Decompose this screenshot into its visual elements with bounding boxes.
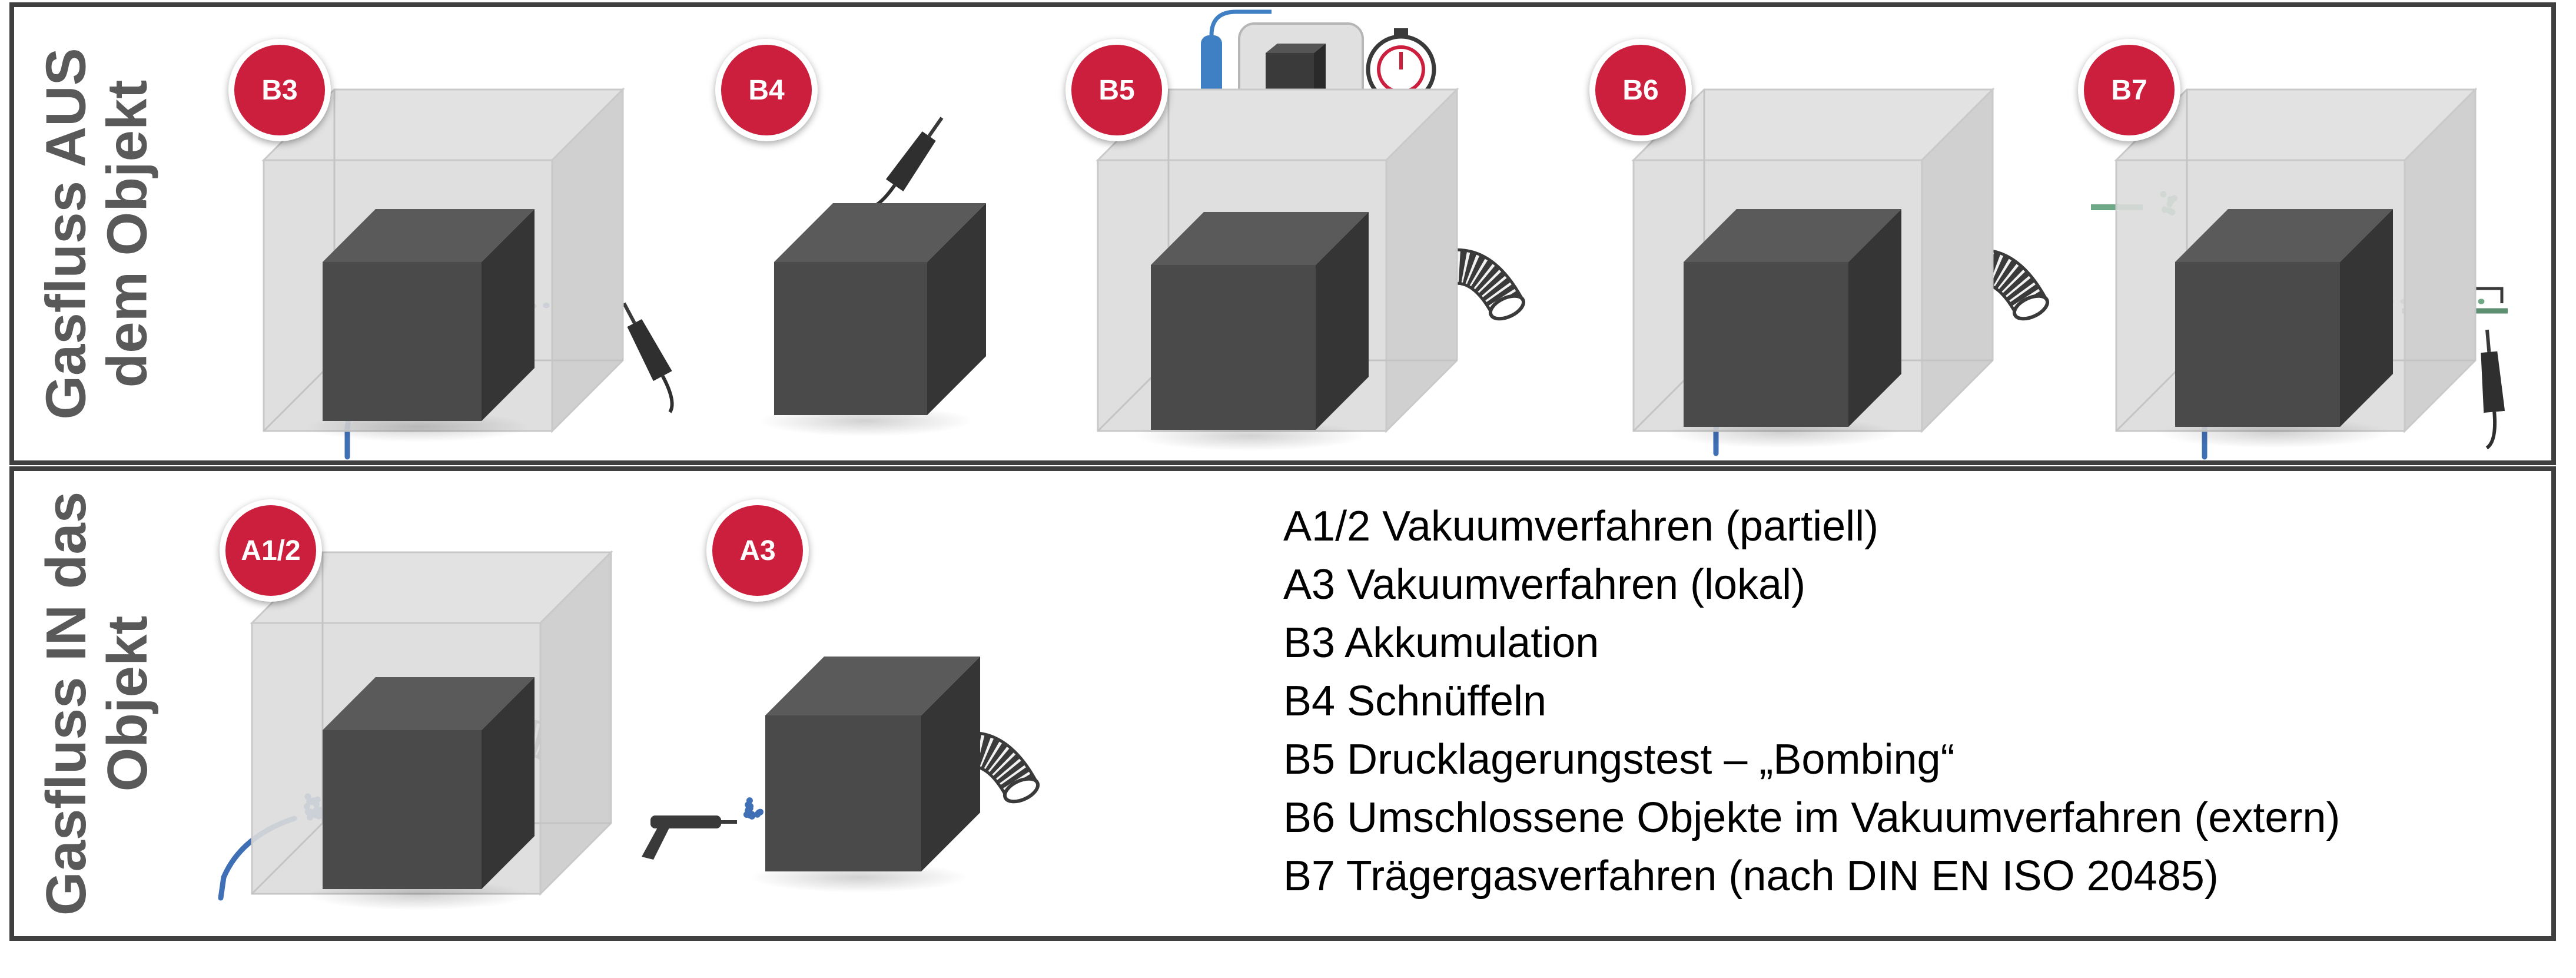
- badge-b7: B7: [2078, 39, 2180, 141]
- test-object: [2159, 209, 2393, 448]
- test-object: [1667, 209, 1901, 448]
- sniffer-probe-icon: [622, 302, 674, 413]
- badge-b6: B6: [1589, 39, 1692, 141]
- legend-item-b5: B5 Drucklagerungstest – „Bombing“: [1283, 736, 1955, 783]
- legend-item-b7: B7 Trägergasverfahren (nach DIN EN ISO 2…: [1283, 853, 2219, 900]
- test-object: [749, 657, 980, 893]
- legend-item-a3: A3 Vakuumverfahren (lokal): [1283, 561, 1806, 608]
- sniffer-probe-icon: [2481, 329, 2505, 450]
- gas-particles: [743, 797, 764, 820]
- legend-item-b4: B4 Schnüffeln: [1283, 678, 1547, 725]
- badge-b3: B3: [228, 39, 331, 141]
- badge-b4: B4: [715, 39, 818, 141]
- test-object: [307, 677, 535, 910]
- spray-gun-icon: [642, 815, 737, 860]
- badge-a12: A1/2: [220, 499, 322, 602]
- legend-list: A1/2 Vakuumverfahren (partiell) A3 Vakuu…: [1283, 498, 2340, 906]
- test-object: [759, 203, 986, 436]
- legend-item-b3: B3 Akkumulation: [1283, 619, 1599, 667]
- badge-a3: A3: [706, 499, 809, 602]
- legend-item-a12: A1/2 Vakuumverfahren (partiell): [1283, 503, 1879, 550]
- test-object: [307, 209, 535, 442]
- badge-b5: B5: [1065, 39, 1168, 141]
- legend-item-b6: B6 Umschlossene Objekte im Vakuumverfahr…: [1283, 794, 2341, 841]
- test-object: [1134, 212, 1369, 451]
